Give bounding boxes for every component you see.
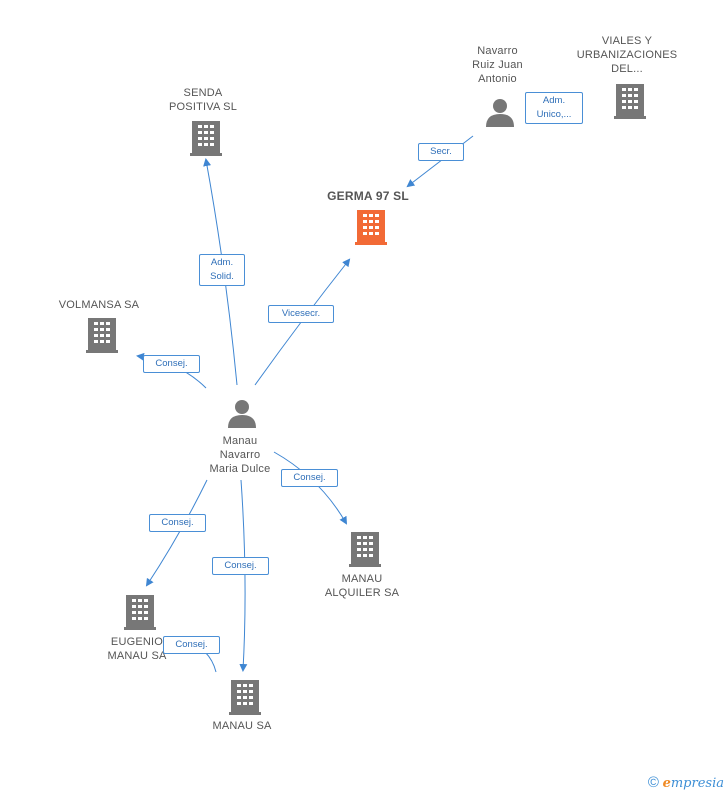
volmansa-label[interactable]: VOLMANSA SA [58, 299, 140, 311]
empresia-brand[interactable]: © empresia [648, 774, 724, 791]
edge-label-adm-unico[interactable]: Adm. Unico,... [525, 92, 583, 124]
edge-label-consej-volmansa[interactable]: Consej. [143, 355, 200, 373]
edge-label-consej-eugenio-2[interactable]: Consej. [163, 636, 220, 654]
edge-label-consej-alquiler[interactable]: Consej. [281, 469, 338, 487]
building-icon[interactable] [124, 595, 156, 630]
edge-label-consej-eugenio[interactable]: Consej. [149, 514, 206, 532]
building-icon[interactable] [86, 318, 118, 353]
senda-label[interactable]: SENDA POSITIVA SL [168, 87, 238, 113]
navarro-ruiz-label[interactable]: Navarro Ruiz Juan Antonio [472, 45, 523, 85]
manau-alquiler-label[interactable]: MANAU ALQUILER SA [324, 573, 400, 599]
brand-logo-text: mpresia [670, 776, 724, 791]
germa-label[interactable]: GERMA 97 SL [327, 189, 409, 203]
copyright-icon: © [647, 774, 659, 791]
building-icon[interactable] [229, 680, 261, 715]
building-icon[interactable] [614, 84, 646, 119]
edge-label-secr[interactable]: Secr. [418, 143, 464, 161]
person-icon[interactable] [485, 97, 515, 127]
viales-label[interactable]: VIALES Y URBANIZACIONES DEL... [576, 35, 678, 75]
eugenio-label[interactable]: EUGENIO MANAU SA [107, 636, 167, 662]
edge-manau-to-eugenio [145, 479, 208, 587]
building-icon[interactable] [349, 532, 381, 567]
edge-manau-to-manau-sa [239, 479, 248, 672]
edge-eugenio-extra [204, 651, 217, 673]
building-icon[interactable] [190, 121, 222, 156]
brand-logo-e: e [662, 776, 671, 791]
edge-label-consej-manau-sa[interactable]: Consej. [212, 557, 269, 575]
manau-person-label[interactable]: Manau Navarro Maria Dulce [209, 435, 271, 475]
person-icon[interactable] [227, 398, 257, 428]
building-icon[interactable] [355, 210, 387, 245]
edge-label-adm-solid[interactable]: Adm. Solid. [199, 254, 245, 286]
edge-label-vicesecr[interactable]: Vicesecr. [268, 305, 334, 323]
manau-sa-label[interactable]: MANAU SA [212, 720, 272, 732]
